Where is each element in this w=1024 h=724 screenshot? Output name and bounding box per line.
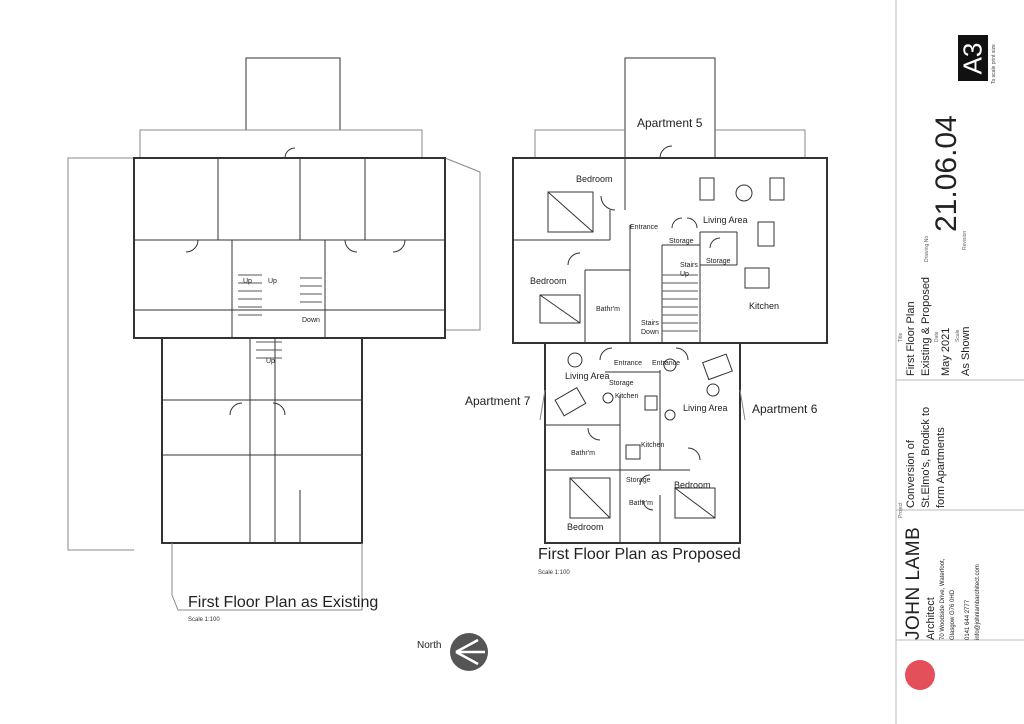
proposed-plan-scale: Scale 1:100 [538, 570, 570, 576]
room-kitchen-3: Kitchen [641, 442, 665, 449]
room-entrance-3: Entrance [652, 360, 681, 367]
room-storage-2: Storage [706, 258, 731, 265]
room-bedroom-2: Bedroom [530, 276, 567, 286]
revision-label: Revision [962, 230, 968, 250]
north-label: North [417, 640, 442, 651]
apartment-5-label: Apartment 5 [637, 116, 703, 130]
existing-up-label-1: Up [243, 278, 252, 285]
project-line-1: Conversion of [905, 440, 917, 508]
north-arrow-icon [450, 633, 488, 671]
email-address: info@johnlambarchitect.com [975, 564, 981, 640]
project-line-2: St.Elmo's, Brodick to [920, 406, 932, 508]
sheet-size-badge: A3 [958, 35, 988, 81]
room-bathrm-3: Bathr'm [629, 500, 653, 507]
address-line-1: 70 Woodside Drive, Waterfoot, [940, 558, 946, 640]
address-line-2: Glasgow G76 0HD [950, 589, 956, 640]
room-living-area-2: Living Area [565, 371, 610, 381]
scale-value: As Shown [960, 326, 972, 376]
title-label: Title [898, 332, 904, 342]
existing-up-label-2: Up [268, 278, 277, 285]
firm-name: JOHN LAMB [903, 526, 924, 640]
room-stairs-down: Stairs Down [641, 320, 659, 336]
room-kitchen-2: Kitchen [615, 393, 639, 400]
drawing-number: 21.06.04 [930, 115, 963, 232]
proposed-plan-title: First Floor Plan as Proposed [538, 546, 741, 563]
firm-subtitle: Architect [925, 597, 937, 640]
project-line-3: form Apartments [935, 427, 947, 508]
drawing-no-label: Drawing No [924, 235, 930, 262]
room-storage-1: Storage [669, 238, 694, 245]
date-value: May 2021 [940, 327, 952, 376]
room-bathrm-2: Bathr'm [571, 450, 595, 457]
room-entrance-2: Entrance [614, 360, 643, 367]
room-stairs-up: Stairs Up [680, 262, 698, 278]
room-storage-4: Storage [626, 477, 651, 484]
existing-plan-scale: Scale 1:100 [188, 617, 220, 623]
room-bathrm-1: Bathr'm [596, 306, 620, 313]
existing-up-label-3: Up [266, 358, 275, 365]
room-bedroom-3: Bedroom [567, 522, 604, 532]
room-living-area-1: Living Area [703, 215, 748, 225]
phone-number: 0141 644 2777 [965, 599, 971, 640]
proposed-plan-outline [512, 57, 828, 544]
title-line-2: Existing & Proposed [920, 276, 932, 376]
existing-down-label: Down [302, 317, 320, 324]
title-line-1: First Floor Plan [905, 301, 917, 376]
room-storage-3: Storage [609, 380, 634, 387]
existing-plan-outline [67, 57, 481, 611]
room-entrance-1: Entrance [630, 224, 659, 231]
project-label: Project [898, 502, 904, 518]
room-kitchen-1: Kitchen [749, 301, 780, 311]
existing-plan-title: First Floor Plan as Existing [188, 594, 379, 611]
room-bedroom-1: Bedroom [576, 174, 613, 184]
room-living-area-3: Living Area [683, 403, 728, 413]
title-block-lines [895, 0, 1024, 724]
firm-logo-icon [905, 660, 935, 690]
room-bedroom-4: Bedroom [674, 480, 711, 490]
apartment-7-label: Apartment 7 [465, 394, 531, 408]
to-scale-note: To scale print size [991, 44, 997, 84]
apartment-6-label: Apartment 6 [752, 402, 818, 416]
